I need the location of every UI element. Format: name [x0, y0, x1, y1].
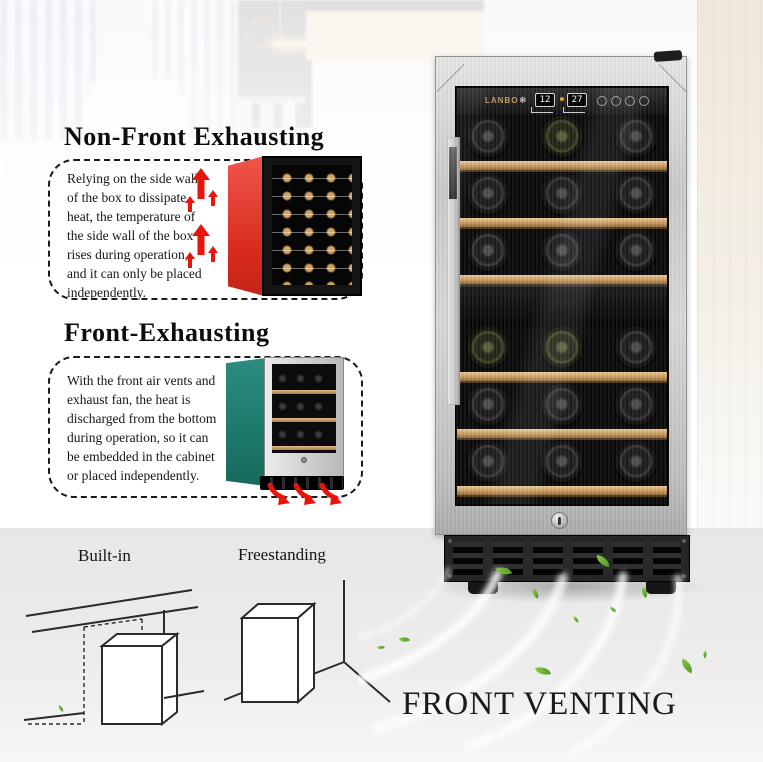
non-front-exhausting-title: Non-Front Exhausting	[64, 122, 325, 151]
snowflake-icon: ❄	[519, 95, 527, 105]
teal-side-panel	[226, 358, 266, 486]
up-arrow-icon	[192, 224, 210, 256]
brand-logo: LANBO	[485, 96, 519, 105]
wine-bottle	[276, 400, 289, 413]
wine-bottle	[614, 173, 658, 217]
front-venting-cooler-photo	[226, 357, 344, 505]
up-arrow-icon	[192, 168, 210, 200]
fridge-leg	[468, 582, 498, 594]
side-venting-cooler-photo	[228, 156, 362, 296]
bottle-row	[457, 440, 667, 486]
bottle-row	[457, 326, 667, 372]
door-handle	[447, 137, 460, 405]
wine-bottle	[312, 372, 325, 385]
up-arrow-icon	[208, 246, 218, 263]
wine-bottle	[466, 230, 510, 274]
down-arrow-icons	[267, 483, 342, 505]
screw	[448, 539, 452, 543]
wine-bottle	[466, 384, 510, 428]
screw	[682, 574, 686, 578]
wine-bottle	[540, 441, 584, 485]
built-in-sketch	[24, 589, 205, 727]
dual-zone-divider	[457, 286, 667, 326]
lock-icon	[551, 512, 568, 529]
cooler-front	[262, 156, 362, 296]
control-panel: LANBO ❄ 12 27	[457, 88, 667, 115]
front-exhausting-body: With the front air vents and exhaust fan…	[67, 373, 217, 483]
upper-zone-temp-display: 12	[535, 93, 555, 107]
wood-shelf	[272, 390, 336, 394]
wine-bottle	[466, 173, 510, 217]
screw	[448, 574, 452, 578]
screw	[682, 539, 686, 543]
front-venting-headline: FRONT VENTING	[402, 686, 677, 722]
wine-bottle	[614, 441, 658, 485]
temp-up-button	[625, 96, 635, 106]
wine-bottle	[276, 428, 289, 441]
bottle-row	[457, 115, 667, 161]
wood-shelf	[457, 429, 667, 440]
cooler-front	[264, 357, 344, 478]
wine-bottle	[614, 384, 658, 428]
power-button	[597, 96, 607, 106]
wine-bottle	[294, 428, 307, 441]
display-bracket	[531, 107, 553, 113]
front-vent-panel	[444, 535, 690, 582]
wine-bottle	[312, 428, 325, 441]
wine-bottle	[540, 327, 584, 371]
up-arrow-icon	[185, 196, 195, 213]
bottle-row	[457, 172, 667, 218]
wine-bottle	[540, 173, 584, 217]
wood-wall-panel	[697, 0, 763, 532]
wine-bottle	[540, 230, 584, 274]
up-arrow-icon	[208, 190, 218, 207]
wine-bottle	[466, 327, 510, 371]
wine-bottle	[614, 116, 658, 160]
fridge-leg	[646, 582, 676, 594]
door-handle-recess	[449, 147, 457, 199]
wine-bottle	[540, 384, 584, 428]
lower-zone-temp-display: 27	[567, 93, 587, 107]
indicator-dot	[560, 97, 564, 101]
wood-shelf	[457, 372, 667, 383]
wood-shelf	[457, 218, 667, 229]
red-side-panel	[228, 156, 264, 296]
bottle-row	[457, 229, 667, 275]
up-arrow-icon	[185, 252, 195, 269]
freestanding-label: Freestanding	[238, 545, 326, 564]
wood-shelf	[457, 161, 667, 172]
wine-bottle	[540, 116, 584, 160]
wine-bottle	[466, 116, 510, 160]
wine-bottle	[312, 400, 325, 413]
cooler-glass	[272, 364, 336, 453]
wine-bottle	[276, 372, 289, 385]
glass-door: LANBO ❄ 12 27	[455, 86, 669, 506]
light-button	[611, 96, 621, 106]
wood-shelf	[457, 275, 667, 286]
wine-bottle	[294, 372, 307, 385]
wood-shelf	[457, 486, 667, 497]
wine-bottle	[294, 400, 307, 413]
wood-shelf	[272, 446, 336, 450]
display-bracket	[563, 107, 585, 113]
cooler-glass-with-corks	[272, 165, 352, 285]
lock-icon	[301, 457, 307, 463]
door-hinge	[653, 50, 683, 62]
wood-shelf	[272, 418, 336, 422]
vent-grille	[453, 542, 681, 575]
freestanding-sketch	[223, 580, 391, 705]
built-in-label: Built-in	[78, 546, 131, 565]
non-front-exhausting-body: Relying on the side wall of the box to d…	[67, 171, 202, 300]
temp-down-button	[639, 96, 649, 106]
wine-bottle	[466, 441, 510, 485]
front-exhausting-title: Front-Exhausting	[64, 318, 270, 347]
wine-bottle	[614, 230, 658, 274]
bottle-row	[457, 383, 667, 429]
wine-bottle	[614, 327, 658, 371]
wine-fridge-photo: LANBO ❄ 12 27	[435, 50, 687, 535]
